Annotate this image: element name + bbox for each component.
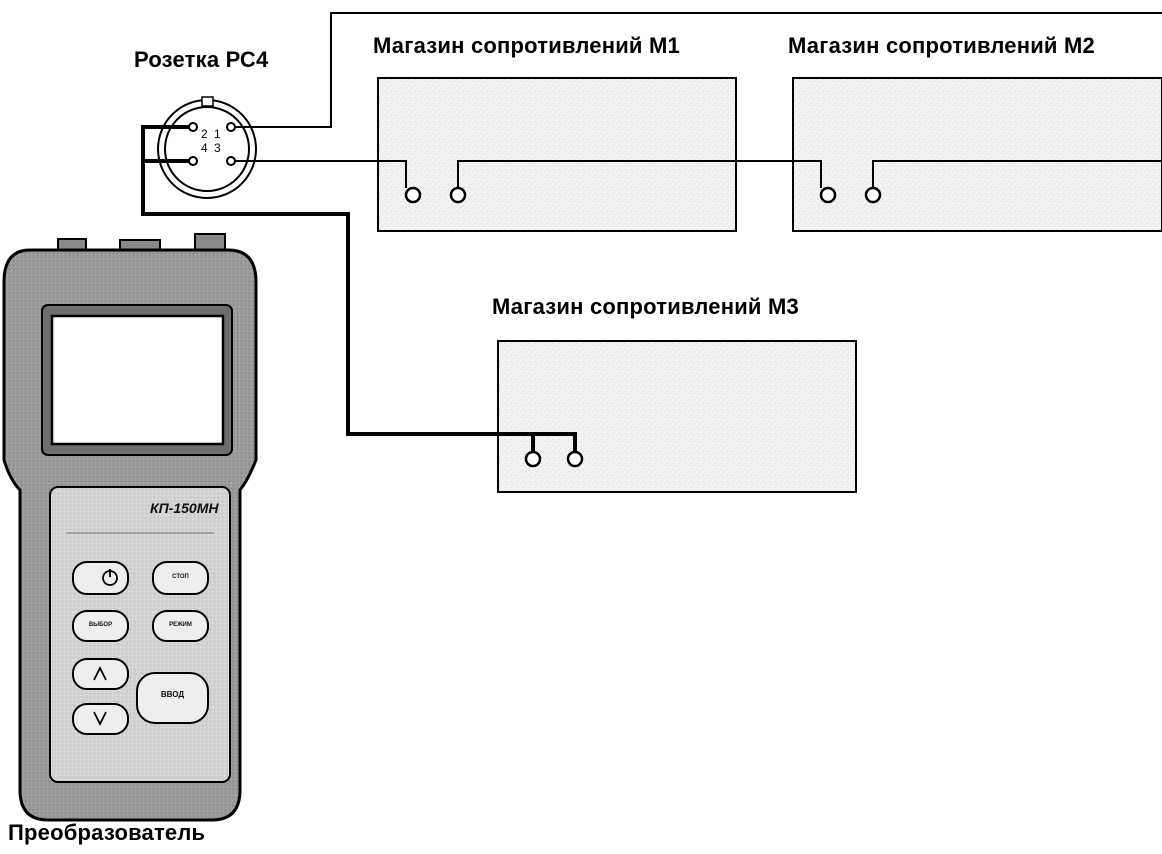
- m3-terminal-1: [524, 450, 542, 468]
- mode-button: [152, 610, 209, 642]
- converter-device: [2, 233, 258, 822]
- m3-terminal-2: [566, 450, 584, 468]
- stop-button-label: СТОП: [172, 574, 189, 580]
- stop-button: [152, 561, 209, 595]
- pin-number-3: 3: [214, 141, 221, 155]
- socket-pin-3: [226, 156, 236, 166]
- select-button-label: ВЫБОР: [88, 622, 113, 628]
- device-screen: [50, 314, 225, 446]
- socket-label: Розетка РС4: [134, 47, 269, 72]
- wires: [141, 12, 1162, 452]
- socket-pin-4: [188, 156, 198, 166]
- device-model: КП-150МН: [150, 500, 219, 516]
- down-button: [72, 703, 129, 735]
- socket-pin-1: [226, 122, 236, 132]
- device-label: Преобразователь: [8, 820, 206, 845]
- box-m2-label: Магазин сопротивлений М2: [788, 33, 1095, 58]
- enter-button-label: ВВОД: [160, 690, 185, 699]
- pin-number-4: 4: [201, 141, 208, 155]
- power-button: [72, 561, 129, 595]
- m2-terminal-2: [864, 186, 882, 204]
- m1-terminal-2: [449, 186, 467, 204]
- box-m3-label: Магазин сопротивлений М3: [492, 294, 799, 319]
- select-button: [72, 610, 129, 642]
- socket-pin-2: [188, 122, 198, 132]
- pin-number-1: 1: [214, 127, 221, 141]
- box-m1-label: Магазин сопротивлений М1: [373, 33, 680, 58]
- up-button: [72, 658, 129, 690]
- pin-number-2: 2: [201, 127, 208, 141]
- m1-terminal-1: [404, 186, 422, 204]
- resistance-box-m3: [497, 340, 857, 493]
- enter-button: [136, 672, 209, 724]
- mode-button-label: РЕЖИМ: [169, 622, 192, 628]
- resistance-box-m1: [377, 77, 737, 232]
- m2-terminal-1: [819, 186, 837, 204]
- socket-key: [201, 96, 214, 107]
- resistance-box-m2: [792, 77, 1162, 232]
